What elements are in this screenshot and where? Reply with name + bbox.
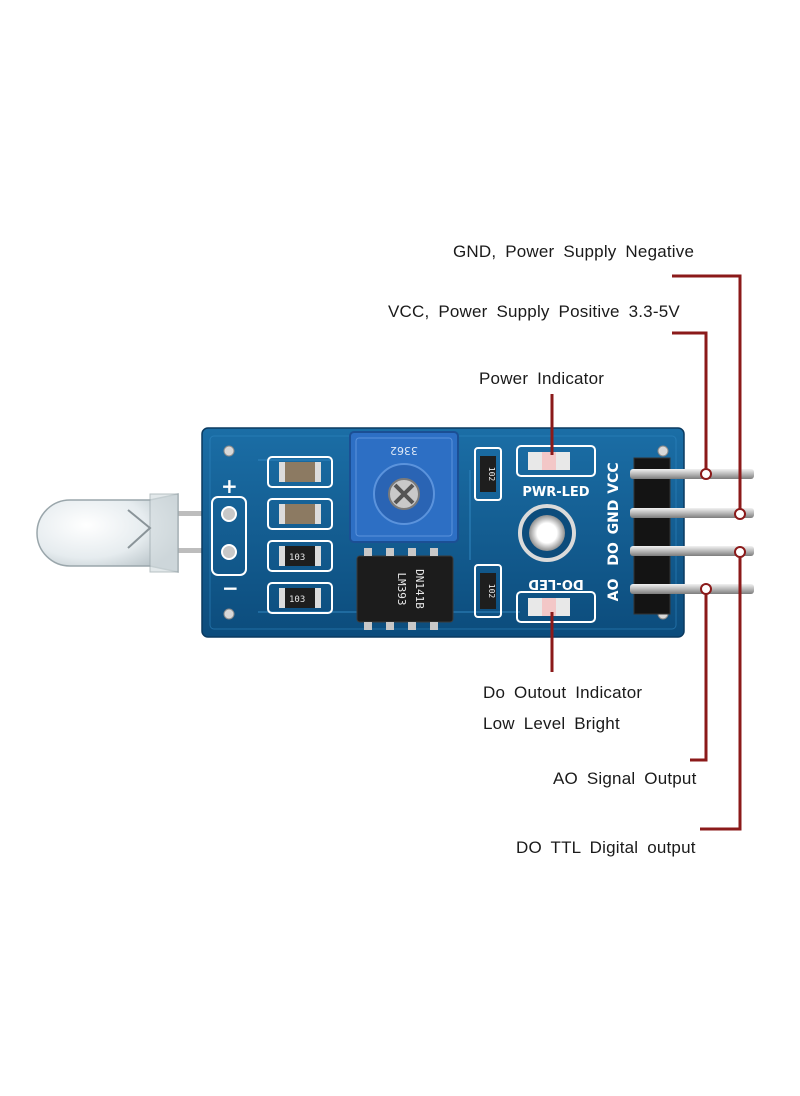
comparator-chip: LM393 DN141B xyxy=(356,548,454,630)
led-pads: + − xyxy=(211,474,247,600)
do-led: DO-LED xyxy=(516,576,596,623)
annotation-do-indicator: Do Outout Indicator xyxy=(483,683,643,702)
annotation-do: DO TTL Digital output xyxy=(516,838,696,857)
annotation-ao: AO Signal Output xyxy=(553,769,697,788)
pin-labels: VCC GND DO AO xyxy=(606,462,622,601)
resistor-1-label: 103 xyxy=(289,553,305,563)
resistor-2: 103 xyxy=(267,582,333,614)
do-led-label: DO-LED xyxy=(528,576,584,591)
annotation-low-level-bright: Low Level Bright xyxy=(483,714,620,733)
pin-label-ao: AO xyxy=(606,579,622,602)
leader-gnd xyxy=(672,274,742,514)
minus-sign: − xyxy=(222,576,239,600)
small-part-1-label: 102 xyxy=(487,467,496,482)
capacitor-1 xyxy=(267,456,333,488)
pin-label-vcc: VCC xyxy=(606,462,622,493)
small-resistors: 102 102 xyxy=(474,447,502,618)
annotation-gnd: GND, Power Supply Negative xyxy=(453,242,695,261)
leader-do xyxy=(700,552,742,831)
annotation-power-indicator: Power Indicator xyxy=(479,369,605,388)
pwr-led-label: PWR-LED xyxy=(522,485,589,500)
header-pin-3 xyxy=(630,546,754,556)
pin-header xyxy=(630,457,754,615)
chip-label-2: DN141B xyxy=(413,569,426,609)
header-pin-4 xyxy=(630,584,754,594)
resistor-2-label: 103 xyxy=(289,595,305,605)
pin-label-do: DO xyxy=(606,542,622,566)
header-pin-2 xyxy=(630,508,754,518)
capacitor-2 xyxy=(267,498,333,530)
chip-label-1: LM393 xyxy=(395,572,408,605)
leader-vcc xyxy=(672,331,708,474)
leader-lines xyxy=(550,274,742,831)
leader-ao xyxy=(690,589,708,762)
plus-sign: + xyxy=(221,474,238,498)
potentiometer-label: 3362 xyxy=(390,444,418,457)
pin-label-gnd: GND xyxy=(606,500,622,535)
pwr-led: PWR-LED xyxy=(516,445,596,500)
smd-components: 103 103 xyxy=(267,456,333,614)
mounting-hole-center xyxy=(529,515,565,551)
leader-dots xyxy=(700,468,746,595)
header-pin-1 xyxy=(630,469,754,479)
ir-led xyxy=(36,493,222,573)
potentiometer: 3362 xyxy=(349,431,459,543)
annotation-vcc: VCC, Power Supply Positive 3.3-5V xyxy=(388,302,680,321)
small-part-2-label: 102 xyxy=(487,584,496,599)
resistor-1: 103 xyxy=(267,540,333,572)
